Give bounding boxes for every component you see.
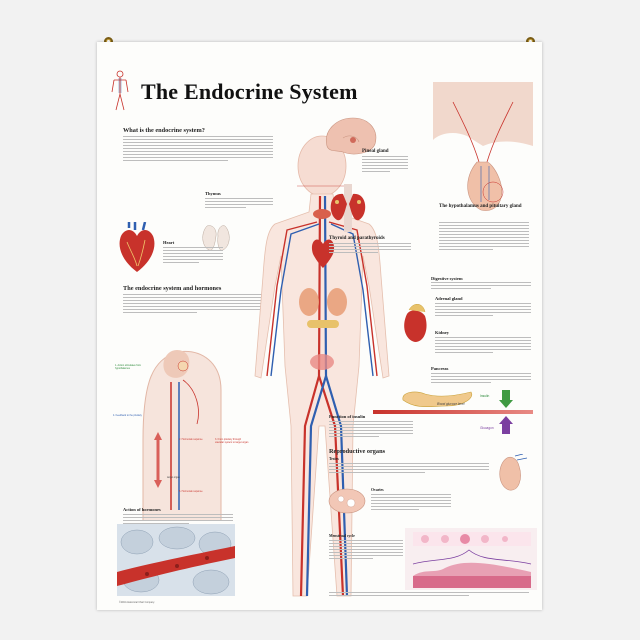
menstrual-cycle-chart (405, 528, 537, 590)
bottom-text (329, 592, 529, 598)
adrenal-heading: Adrenal gland (435, 296, 463, 301)
digestive-heading: Digestive system (431, 276, 463, 281)
adrenal-illustration (404, 304, 427, 342)
insulin-text (329, 421, 413, 439)
brain-illustration (326, 117, 377, 155)
system-hormones-heading: The endocrine system and hormones (123, 285, 222, 292)
kidney-heading: Kidney (435, 330, 450, 335)
footer-copyright: ©2004 Anatomical Chart Company (119, 602, 155, 604)
menstrual-heading: Menstrual cycle (329, 534, 355, 538)
pancreas-heading: Pancreas (431, 366, 449, 371)
thymus-text (205, 198, 273, 210)
target-organ-label: target organ (167, 476, 180, 479)
testes-illustration (499, 454, 528, 491)
ovaries-heading: Ovaries (371, 488, 384, 492)
step1-label: 1. Action stimulates from hypothalamus (115, 364, 142, 370)
cells-illustration (117, 524, 235, 596)
reproductive-heading: Reproductive organs (329, 448, 386, 455)
figure-icon (111, 70, 129, 111)
pancreas-illustration (402, 391, 473, 408)
heart-illustration (119, 222, 155, 272)
ovary-illustration (328, 488, 366, 514)
step4-label: 4. Feedback to the pituitary (113, 414, 142, 417)
step2-label: 2. Hormonal response (179, 438, 203, 441)
step5-label: 5. Hormonal response (179, 490, 203, 493)
testes-text (329, 463, 489, 475)
thymus-illustration (202, 225, 230, 251)
action-text (123, 514, 233, 526)
insulin-heading: Function of insulin (329, 414, 366, 419)
action-heading: Action of hormones (123, 507, 161, 512)
adrenal-text (435, 303, 531, 318)
digestive-text (431, 282, 531, 291)
menstrual-text (329, 540, 403, 561)
endocrine-poster: The Endocrine System What is the endocri… (97, 42, 542, 610)
hypothalamus-heading: The hypothalamus and pituitary gland (439, 204, 522, 209)
what-is-heading: What is the endocrine system? (123, 127, 205, 134)
step3-label: 3. From pituitary through vascular syste… (215, 438, 249, 444)
thyroid-text (329, 243, 411, 255)
heart-text (163, 247, 223, 265)
glucagon-arrow (499, 416, 513, 434)
pineal-heading: Pineal gland (362, 149, 389, 154)
what-is-text (123, 136, 273, 163)
thyroid-heading: Thyroid and parathyroids (329, 236, 385, 241)
hormone-feedback-diagram (142, 350, 222, 520)
pancreas-text (431, 373, 531, 385)
hypothalamus-text (439, 222, 529, 252)
testes-heading: Testes (329, 457, 339, 461)
insulin-label: Insulin (480, 394, 490, 398)
thyroid-illustration (330, 184, 366, 232)
glucagon-label: Glucagon (480, 426, 494, 430)
pituitary-illustration (433, 82, 533, 211)
thymus-heading: Thymus (205, 191, 221, 196)
system-hormones-text (123, 294, 271, 315)
body-vascular-illustration (254, 135, 390, 597)
heart-heading: Heart (163, 240, 175, 245)
blood-glucose-bar (373, 410, 533, 414)
ovaries-text (371, 494, 451, 512)
insulin-arrow (499, 390, 513, 408)
pineal-text (362, 156, 408, 174)
blood-glucose-label: Blood glucose level (437, 402, 465, 406)
page-title: The Endocrine System (141, 79, 358, 104)
kidney-text (435, 337, 531, 355)
